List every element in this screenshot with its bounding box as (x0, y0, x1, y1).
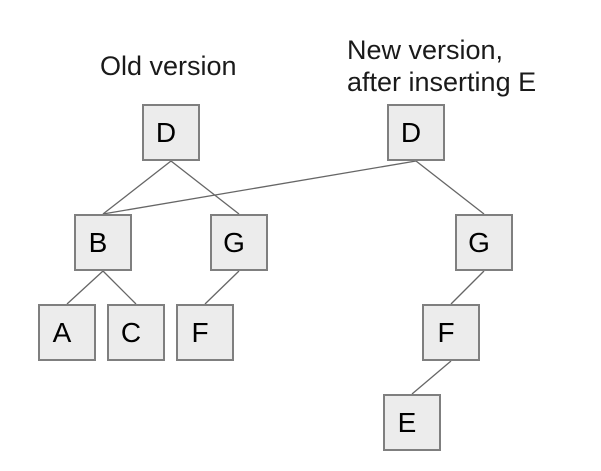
node-label: F (191, 316, 209, 348)
new-version-title: New version, after inserting E (347, 35, 537, 97)
edge-newD-newG (415, 160, 485, 215)
node-label: E (397, 406, 417, 438)
edge-oldG-oldF (204, 270, 240, 305)
edge-oldD-oldG (170, 160, 240, 215)
node-label: D (155, 116, 177, 148)
node-new-d: D (387, 104, 445, 161)
node-c: C (107, 304, 165, 361)
old-version-title: Old version (100, 51, 237, 81)
node-old-g: G (210, 214, 268, 271)
node-e: E (383, 394, 441, 451)
node-b: B (74, 214, 132, 271)
node-label: D (400, 116, 422, 148)
node-label: B (88, 226, 108, 258)
node-label: A (52, 316, 72, 348)
node-label: G (468, 226, 490, 258)
node-new-f: F (422, 304, 480, 361)
node-old-d: D (142, 104, 200, 161)
node-label: C (120, 316, 142, 348)
edge-oldD-B (102, 160, 172, 215)
edge-newD-B-shared (102, 160, 417, 215)
node-label: G (223, 226, 245, 258)
edge-B-A (66, 270, 104, 305)
node-label: F (437, 316, 455, 348)
node-a: A (38, 304, 96, 361)
node-old-f: F (176, 304, 234, 361)
edge-newG-newF (450, 270, 485, 305)
edge-newF-E (411, 360, 452, 395)
edge-B-C (102, 270, 137, 305)
node-new-g: G (455, 214, 513, 271)
